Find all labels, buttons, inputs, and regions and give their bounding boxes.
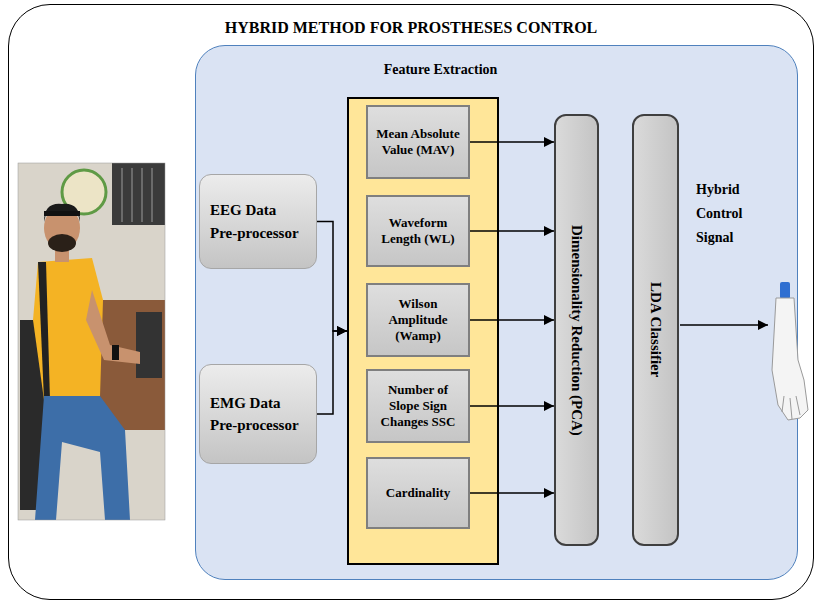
photo-emg-band — [112, 345, 119, 360]
diagram-title: HYBRID METHOD FOR PROSTHESES CONTROL — [9, 19, 813, 37]
preprocessor-box: EEG Data Pre-processor — [199, 174, 317, 269]
label-box: Hybrid Control Signal — [696, 178, 762, 249]
photo-desk — [100, 300, 165, 430]
flow-arrow — [470, 141, 554, 143]
photo-head — [44, 206, 80, 250]
photo-shirt-stripe — [38, 262, 50, 400]
flow-arrow — [470, 230, 554, 232]
flow-arrow — [470, 405, 554, 407]
flow-arrow — [317, 222, 347, 332]
flow-arrow — [317, 331, 347, 414]
signal-label: Hybrid Control Signal — [696, 178, 762, 249]
photo-chair — [20, 320, 48, 510]
box-label: LDA Classifier — [647, 282, 664, 377]
photo-shelf — [112, 163, 165, 225]
photo-jeans — [35, 396, 130, 520]
box-label: Dimensionality Reduction (PCA) — [568, 225, 585, 436]
classifier-box: LDA Classifier — [632, 114, 679, 546]
pca-box: Dimensionality Reduction (PCA) — [554, 114, 599, 546]
feature-box: Cardinality — [366, 457, 470, 529]
output-arrow — [680, 324, 768, 326]
panel-heading: Feature Extraction — [361, 62, 521, 78]
box-label: EMG Data Pre-processor — [210, 392, 306, 437]
photo-poster — [62, 170, 106, 214]
feature-panel: EEG Data Pre-processorEMG Data Pre-proce… — [195, 45, 798, 580]
flow-arrow — [470, 319, 554, 321]
hand-fingers — [782, 396, 800, 419]
photo-arm — [86, 290, 140, 364]
feature-label: Wilson Amplitude (Wamp) — [374, 296, 462, 345]
preprocessor-box: EMG Data Pre-processor — [199, 364, 317, 464]
hand-cap — [780, 282, 790, 299]
feature-label: Mean Absolute Value (MAV) — [374, 126, 462, 159]
photo-laptop — [136, 312, 162, 378]
box-label: EEG Data Pre-processor — [210, 199, 306, 244]
hand-body — [772, 298, 808, 420]
feature-label: Number of Slope Sign Changes SSC — [374, 382, 462, 431]
feature-box: Waveform Length (WL) — [366, 195, 470, 267]
flow-arrow — [470, 492, 554, 494]
photo-binders — [122, 168, 152, 222]
photo-beard — [48, 234, 76, 252]
photo-shirt — [33, 258, 103, 400]
prosthetic-hand — [772, 282, 808, 420]
photo-wall — [18, 163, 165, 520]
operator-photo — [18, 163, 165, 520]
feature-label: Waveform Length (WL) — [374, 215, 462, 248]
feature-group: Mean Absolute Value (MAV) Waveform Length… — [347, 97, 499, 565]
photo-neck — [55, 244, 69, 262]
feature-box: Wilson Amplitude (Wamp) — [366, 283, 470, 357]
photo-border — [18, 163, 165, 520]
outer-frame: EEG Data Pre-processorEMG Data Pre-proce… — [8, 4, 814, 600]
feature-box: Mean Absolute Value (MAV) — [366, 105, 470, 179]
photo-hair — [44, 204, 80, 222]
feature-box: Number of Slope Sign Changes SSC — [366, 369, 470, 443]
photo-eeg-headband — [44, 211, 80, 216]
feature-label: Cardinality — [386, 485, 450, 501]
